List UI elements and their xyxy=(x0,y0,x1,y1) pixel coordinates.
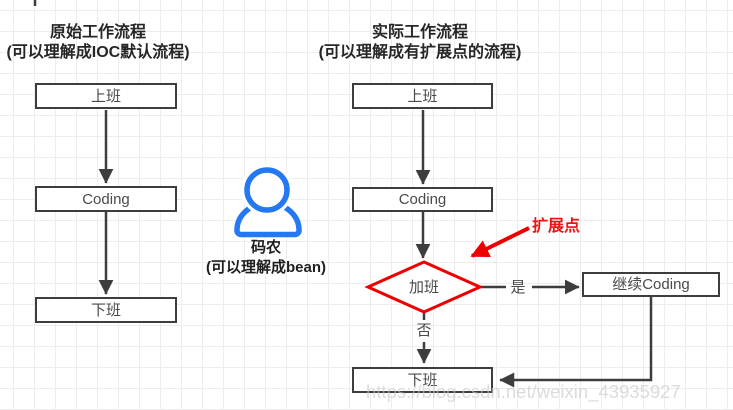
edge-label-no: 否 xyxy=(416,322,432,339)
node-right-end: 下班 xyxy=(352,367,493,393)
decision-label: 加班 xyxy=(408,279,439,296)
node-continue-coding: 继续Coding xyxy=(582,272,720,297)
right-flow-title: 实际工作流程 (可以理解成有扩展点的流程) xyxy=(308,23,532,63)
arrow-continue-to-end xyxy=(499,297,653,388)
left-flow-title: 原始工作流程 (可以理解成IOC默认流程) xyxy=(0,23,196,63)
node-right-coding: Coding xyxy=(352,187,493,212)
node-right-start: 上班 xyxy=(352,83,493,109)
watermark-url: https://blog.csdn.net/weixin_43935927 xyxy=(366,381,681,402)
left-flow-title-line2: (可以理解成IOC默认流程) xyxy=(6,44,190,61)
person-icon xyxy=(234,164,302,238)
edge-label-yes: 是 xyxy=(510,279,526,296)
person-name: 码农 xyxy=(250,239,281,256)
left-flow-title-line1: 原始工作流程 xyxy=(49,24,146,41)
decision-diamond xyxy=(364,260,484,314)
extension-point-label: 扩展点 xyxy=(532,218,581,235)
person-icon-head xyxy=(244,167,290,213)
right-flow-title-line1: 实际工作流程 xyxy=(371,24,468,41)
person-note: (可以理解成bean) xyxy=(205,259,326,276)
node-left-coding: Coding xyxy=(35,186,177,212)
extension-point-arrow xyxy=(470,226,530,258)
person-caption: 码农 (可以理解成bean) xyxy=(186,238,346,278)
node-left-end: 下班 xyxy=(35,297,177,323)
right-flow-title-line2: (可以理解成有扩展点的流程) xyxy=(318,44,522,61)
node-left-start: 上班 xyxy=(35,83,177,109)
